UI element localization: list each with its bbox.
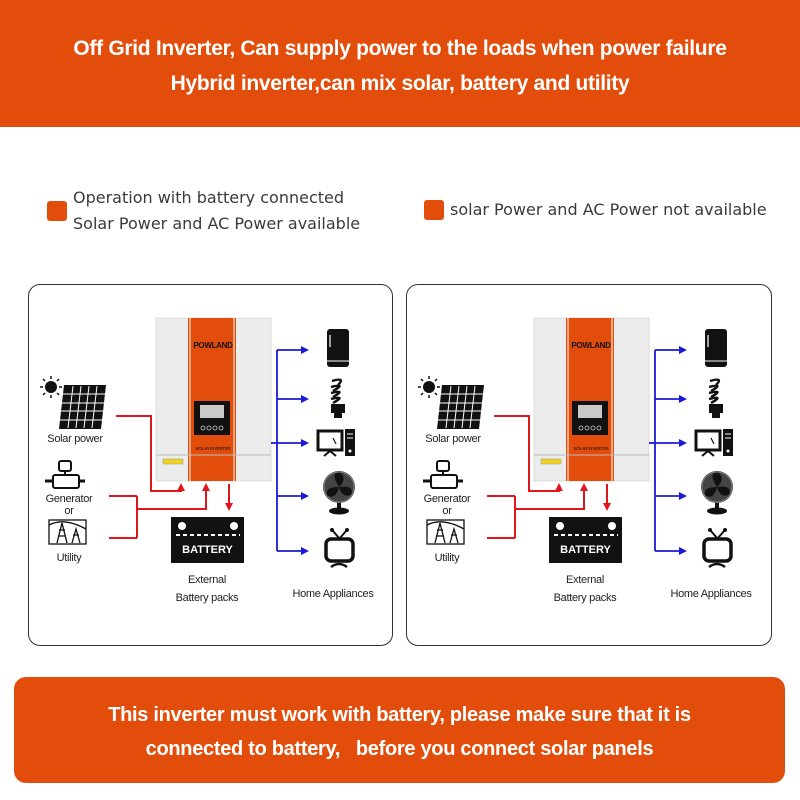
load-output-lines bbox=[649, 346, 687, 555]
solar-power-label: Solar power bbox=[47, 433, 103, 445]
legend-left-line-1: Operation with battery connected bbox=[73, 188, 345, 207]
battery-icon bbox=[549, 517, 622, 563]
solar-power-label: Solar power bbox=[425, 433, 481, 445]
brand-label: POWLAND bbox=[193, 341, 233, 350]
generator-label: Generator bbox=[423, 493, 471, 505]
legend-swatch bbox=[47, 201, 67, 221]
utility-label: Utility bbox=[56, 552, 82, 564]
legend-swatch bbox=[424, 200, 444, 220]
diagram-drawing: BATTERY bbox=[40, 317, 355, 569]
light-bulb-icon bbox=[330, 378, 345, 418]
footer-line-2: connected to battery, before you connect… bbox=[145, 738, 654, 760]
load-output-lines bbox=[271, 346, 309, 555]
generator-icon bbox=[423, 460, 463, 489]
light-bulb-icon bbox=[708, 378, 723, 418]
or-label: or bbox=[64, 505, 74, 517]
generator-label: Generator bbox=[45, 493, 93, 505]
battery-label-line-1: External bbox=[566, 574, 604, 586]
legend-left: Operation with battery connected Solar P… bbox=[47, 185, 360, 237]
header-line-1: Off Grid Inverter, Can supply power to t… bbox=[73, 37, 727, 60]
header-line-2: Hybrid inverter,can mix solar, battery a… bbox=[170, 72, 630, 95]
utility-label: Utility bbox=[434, 552, 460, 564]
footer-line-1: This inverter must work with battery, pl… bbox=[108, 704, 691, 726]
or-label: or bbox=[442, 505, 452, 517]
brand-label: POWLAND bbox=[571, 341, 611, 350]
battery-label-line-2: Battery packs bbox=[553, 592, 617, 604]
home-appliances-label: Home Appliances bbox=[670, 588, 752, 600]
home-appliances-label: Home Appliances bbox=[292, 588, 374, 600]
battery-label-line-1: External bbox=[188, 574, 226, 586]
diagram-panel-battery-connected: BATTERY bbox=[28, 284, 393, 646]
battery-text: BATTERY bbox=[560, 544, 611, 556]
utility-tower-icon bbox=[426, 519, 465, 545]
utility-tower-icon bbox=[48, 519, 87, 545]
inverter bbox=[155, 317, 272, 482]
fan-icon bbox=[323, 471, 355, 515]
inverter bbox=[533, 317, 650, 482]
legend-right: solar Power and AC Power not available bbox=[424, 197, 767, 223]
footer-banner: This inverter must work with battery, pl… bbox=[14, 677, 785, 783]
fan-icon bbox=[701, 471, 733, 515]
tv-icon bbox=[702, 528, 733, 569]
ac-input-lines bbox=[109, 415, 233, 539]
diagram-panel-no-power: BATTERY bbox=[406, 284, 772, 646]
battery-text: BATTERY bbox=[182, 544, 233, 556]
model-label: SOLAR INVERTER bbox=[195, 446, 231, 451]
solar-panel-icon bbox=[418, 376, 484, 429]
battery-icon bbox=[171, 517, 244, 563]
battery-label-line-2: Battery packs bbox=[175, 592, 239, 604]
computer-icon bbox=[694, 429, 733, 457]
legend-right-line-1: solar Power and AC Power not available bbox=[450, 200, 767, 219]
refrigerator-icon bbox=[327, 329, 349, 367]
diagram-drawing: BATTERY bbox=[418, 317, 733, 569]
generator-icon bbox=[45, 460, 85, 489]
model-label: SOLAR INVERTER bbox=[573, 446, 609, 451]
header-banner: Off Grid Inverter, Can supply power to t… bbox=[0, 0, 800, 127]
legend-left-line-2: Solar Power and AC Power available bbox=[73, 214, 361, 233]
tv-icon bbox=[324, 528, 355, 569]
ac-input-lines bbox=[487, 415, 611, 539]
solar-panel-icon bbox=[40, 376, 106, 429]
refrigerator-icon bbox=[705, 329, 727, 367]
computer-icon bbox=[316, 429, 355, 457]
